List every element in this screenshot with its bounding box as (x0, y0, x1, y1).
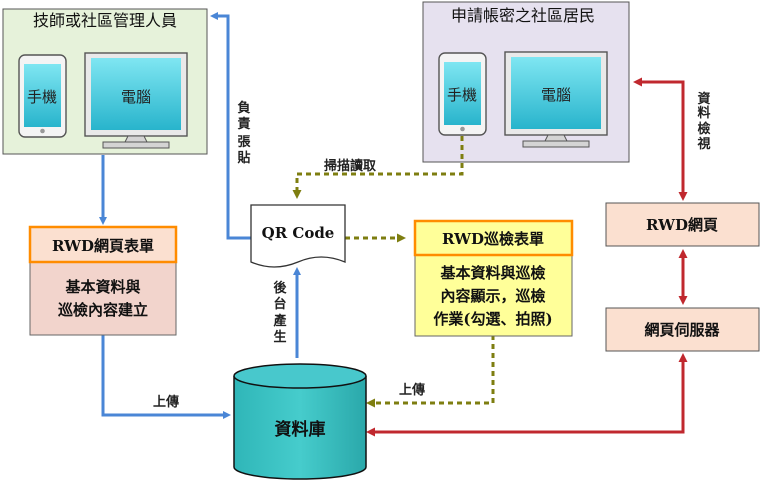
label-backend-char-0: 後 (273, 280, 287, 296)
label-upload-left: 上傳 (153, 394, 179, 410)
rwd-web-node: RWD網頁 (605, 202, 760, 247)
label-view-char-0: 資 (697, 91, 710, 107)
label-scan: 掃描讀取 (324, 158, 377, 174)
web-server-label: 網頁伺服器 (644, 321, 720, 339)
label-view-char-3: 視 (696, 136, 710, 152)
label-view-char-2: 檢 (697, 121, 710, 137)
left-phone-icon (18, 54, 67, 138)
qr-code-label: QR Code (262, 224, 335, 242)
arrow-inspect-to-database (366, 335, 495, 408)
rwd-form-body-line-1: 基本資料與 (64, 278, 140, 296)
arrow-phone-to-qr (292, 136, 464, 199)
database-node: 資料庫 (233, 363, 367, 480)
inspect-form-node: RWD巡檢表單 基本資料與巡檢 內容顯示，巡檢 作業(勾選、拍照) (413, 219, 574, 337)
label-post-char-2: 張 (237, 135, 251, 150)
arrow-server-database (366, 353, 688, 437)
label-backend-char-2: 產 (272, 313, 286, 329)
label-post-char-1: 責 (237, 116, 250, 132)
arrow-panel-rwd-web (633, 77, 688, 201)
inspect-form-body-line-2: 內容顯示，巡檢 (440, 287, 545, 305)
rwd-form-title: RWD網頁表單 (52, 237, 154, 255)
left-group: 技師或社區管理人員 手機 電腦 (2, 8, 208, 155)
right-group-title: 申請帳密之社區居民 (451, 7, 595, 25)
label-backend-char-3: 生 (273, 329, 286, 345)
left-pc-icon (84, 52, 188, 149)
right-phone-icon (438, 52, 487, 136)
right-group: 申請帳密之社區居民 手機 電腦 (422, 1, 630, 163)
left-group-title: 技師或社區管理人員 (33, 12, 177, 30)
rwd-web-label: RWD網頁 (646, 216, 718, 234)
inspect-form-title: RWD巡檢表單 (442, 230, 544, 248)
right-pc-icon (504, 51, 608, 148)
rwd-form-body-line-2: 巡檢內容建立 (58, 301, 148, 319)
label-upload-right: 上傳 (399, 382, 425, 398)
label-post-char-0: 負 (237, 100, 250, 116)
left-phone-label: 手機 (27, 89, 57, 106)
right-phone-label: 手機 (447, 87, 477, 104)
label-backend-char-1: 台 (273, 296, 286, 312)
inspect-form-body-line-3: 作業(勾選、拍照) (433, 310, 552, 328)
label-post-char-3: 貼 (237, 150, 250, 166)
inspect-form-body-line-1: 基本資料與巡檢 (439, 264, 545, 282)
web-server-node: 網頁伺服器 (605, 307, 760, 352)
right-pc-label: 電腦 (541, 87, 571, 104)
left-pc-label: 電腦 (121, 89, 151, 106)
database-label: 資料庫 (275, 419, 326, 440)
qr-code-node: QR Code (250, 204, 346, 268)
rwd-form-node: RWD網頁表單 基本資料與 巡檢內容建立 (28, 225, 178, 336)
arrow-qr-to-left-panel (210, 12, 251, 240)
label-view-char-1: 料 (697, 105, 710, 121)
arrow-form-to-database (101, 334, 231, 419)
